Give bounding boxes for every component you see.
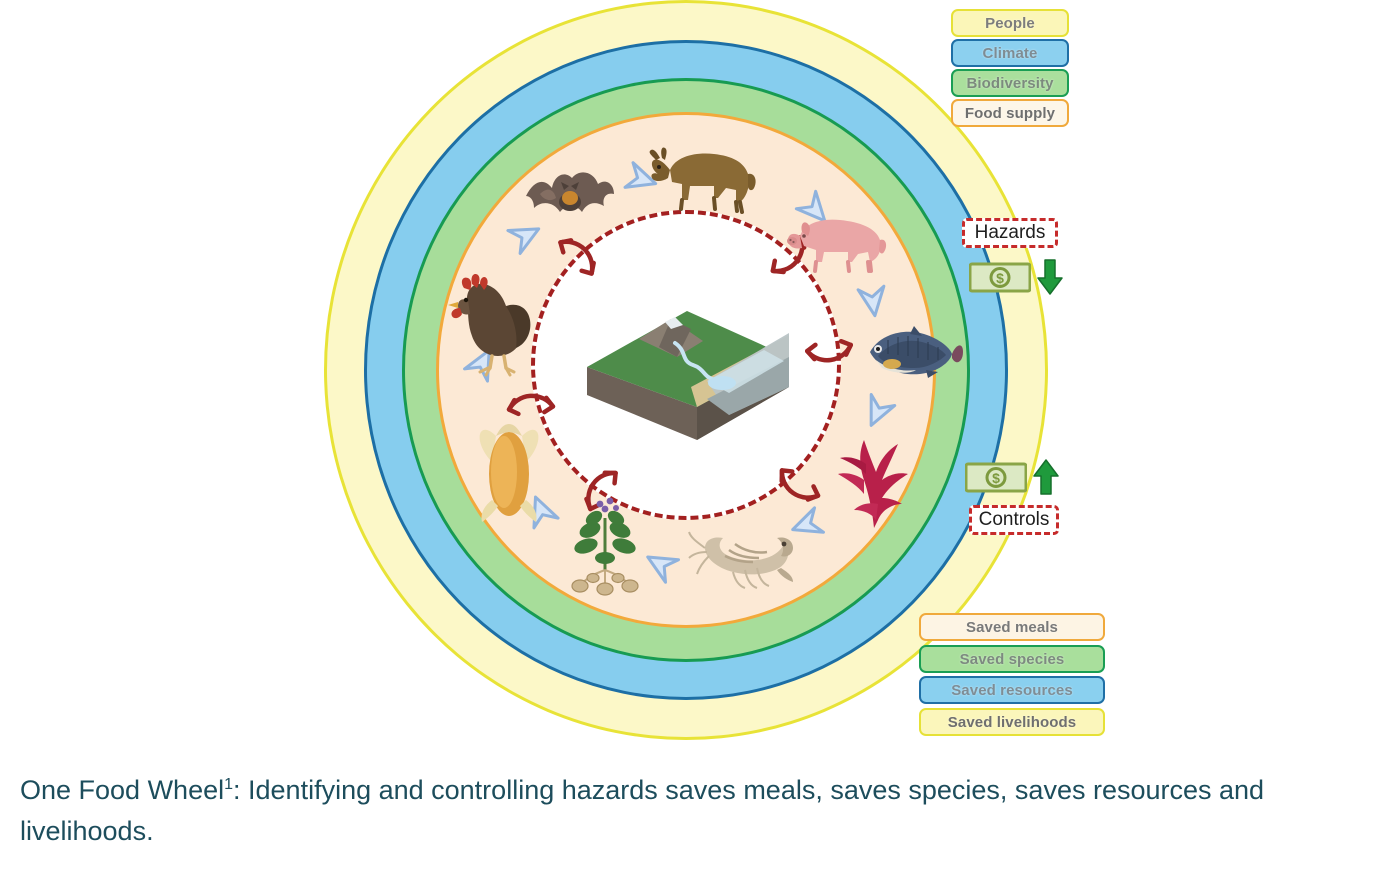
shrimp-icon [688, 520, 799, 590]
cattle-icon [648, 140, 758, 215]
outcome-label-saved-species[interactable]: Saved species [919, 645, 1105, 673]
maize-icon [474, 418, 544, 528]
potato-plant-icon [560, 492, 650, 596]
arrow-down-icon [1037, 259, 1063, 295]
caption-rest: : Identifying and controlling hazards sa… [20, 775, 1265, 847]
exchange-arrows-layer [324, 0, 1048, 740]
cost-up-indicator: $ [965, 458, 1059, 496]
one-food-wheel: $ $ [324, 0, 1105, 740]
landscape-block-icon [579, 295, 794, 440]
svg-text:$: $ [996, 270, 1004, 286]
banknote-icon: $ [969, 262, 1031, 293]
outcome-label-saved-meals[interactable]: Saved meals [919, 613, 1105, 641]
ring-label-biodiversity[interactable]: Biodiversity [951, 69, 1069, 97]
ring-label-food-supply[interactable]: Food supply [951, 99, 1069, 127]
seaweed-icon [834, 430, 914, 530]
cycle-arrows-layer [324, 0, 1048, 740]
figure-caption: One Food Wheel1: Identifying and control… [20, 770, 1320, 852]
outcome-label-saved-resources[interactable]: Saved resources [919, 676, 1105, 704]
ring-label-climate[interactable]: Climate [951, 39, 1069, 67]
cost-down-indicator: $ [969, 258, 1063, 296]
banknote-icon: $ [965, 462, 1027, 493]
fish-icon [864, 320, 964, 382]
outcome-label-saved-livelihoods[interactable]: Saved livelihoods [919, 708, 1105, 736]
ring-label-people[interactable]: People [951, 9, 1069, 37]
svg-text:$: $ [992, 470, 1000, 486]
caption-superscript: 1 [224, 776, 234, 793]
caption-lead: One Food Wheel [20, 775, 225, 805]
hazards-label[interactable]: Hazards [962, 218, 1058, 248]
arrow-up-icon [1033, 459, 1059, 495]
pig-icon [786, 212, 887, 274]
controls-label[interactable]: Controls [969, 505, 1059, 535]
bat-icon [520, 160, 620, 240]
chicken-icon [444, 272, 534, 377]
